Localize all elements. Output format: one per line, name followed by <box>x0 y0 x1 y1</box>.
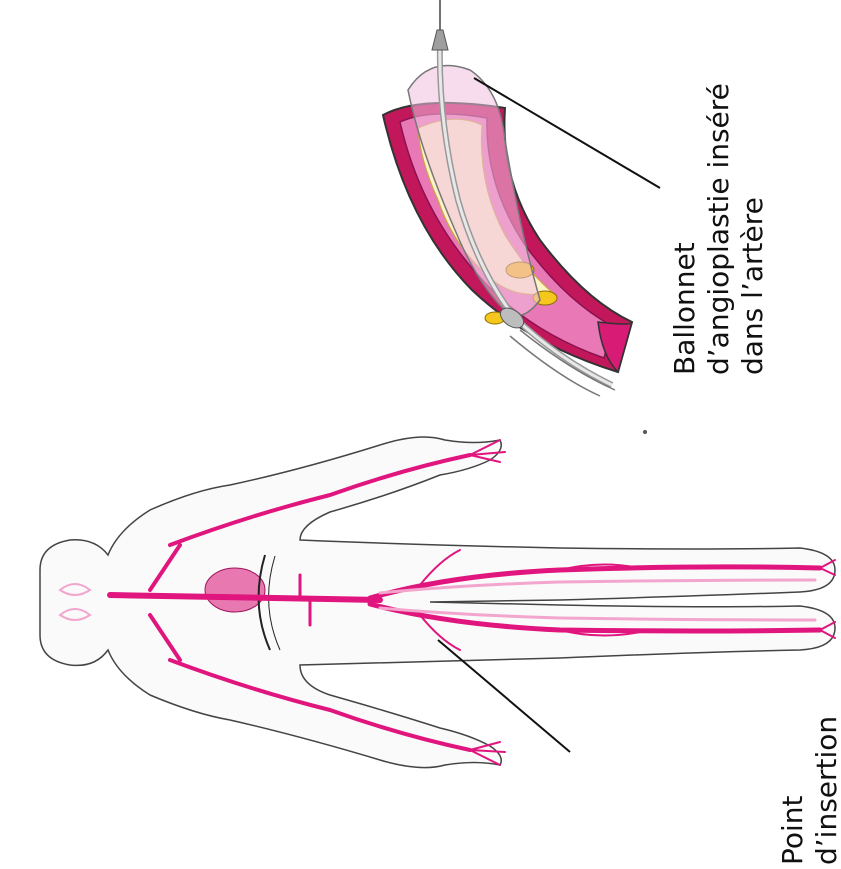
balloon-label-line-2: d’angioplastie inséré <box>702 83 736 375</box>
insertion-label: Point d’insertion <box>776 716 841 865</box>
insertion-label-line-2: d’insertion <box>810 716 841 865</box>
heart <box>205 568 265 612</box>
catheter-tip <box>432 30 448 50</box>
artery-section <box>383 0 632 396</box>
balloon-label: Ballonnet d’angioplastie inséré dans l’a… <box>668 83 770 375</box>
human-body <box>40 437 835 768</box>
insertion-label-line-1: Point <box>776 716 810 865</box>
balloon-label-line-1: Ballonnet <box>668 83 702 375</box>
balloon-label-line-3: dans l’artère <box>736 83 770 375</box>
body-outline <box>40 437 835 768</box>
